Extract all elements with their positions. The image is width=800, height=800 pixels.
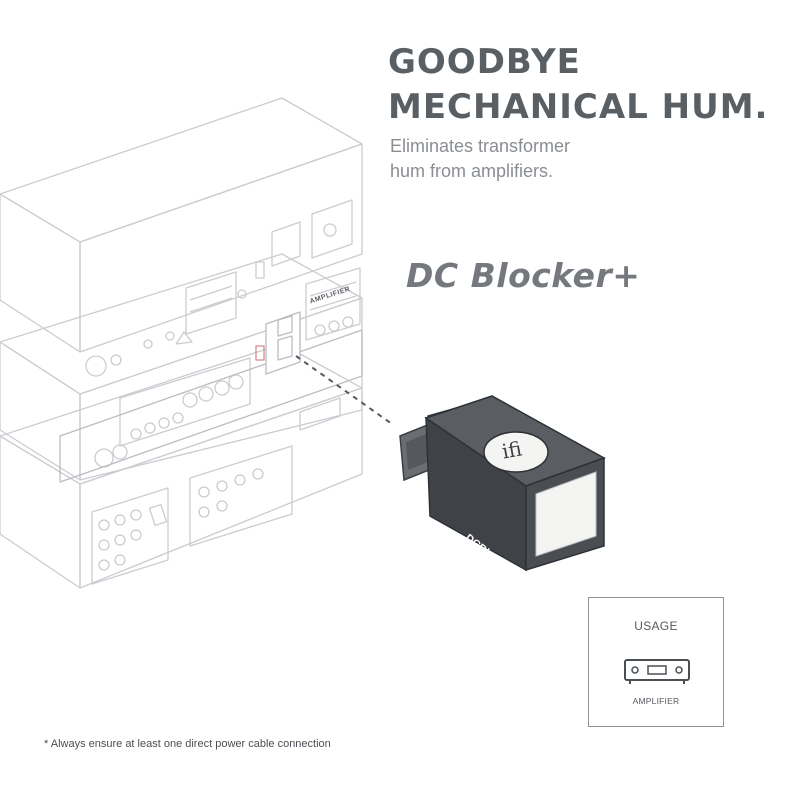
usage-label: AMPLIFIER (632, 696, 680, 706)
subheadline-line-1: Eliminates transformer (390, 136, 571, 156)
subheadline: Eliminates transformer hum from amplifie… (390, 134, 570, 184)
headline-line-2: MECHANICAL HUM. (388, 87, 769, 127)
usage-title: USAGE (634, 619, 678, 633)
usage-box: USAGE AMPLIFIER (588, 597, 724, 727)
subheadline-line-2: hum from amplifiers. (390, 161, 554, 181)
amplifier-icon (624, 659, 690, 684)
product-name: DC Blocker+ (406, 256, 641, 295)
footnote: * Always ensure at least one direct powe… (44, 738, 331, 750)
bottom-unit (0, 343, 363, 589)
headline-line-1: GOODBYE (388, 42, 581, 82)
front-panel-detail (59, 311, 363, 483)
ifi-logo: ifi (500, 436, 524, 464)
middle-unit (0, 253, 363, 481)
headline: GOODBYE MECHANICAL HUM. (388, 40, 768, 130)
dc-blocker-device (399, 395, 606, 572)
top-unit (0, 97, 363, 377)
